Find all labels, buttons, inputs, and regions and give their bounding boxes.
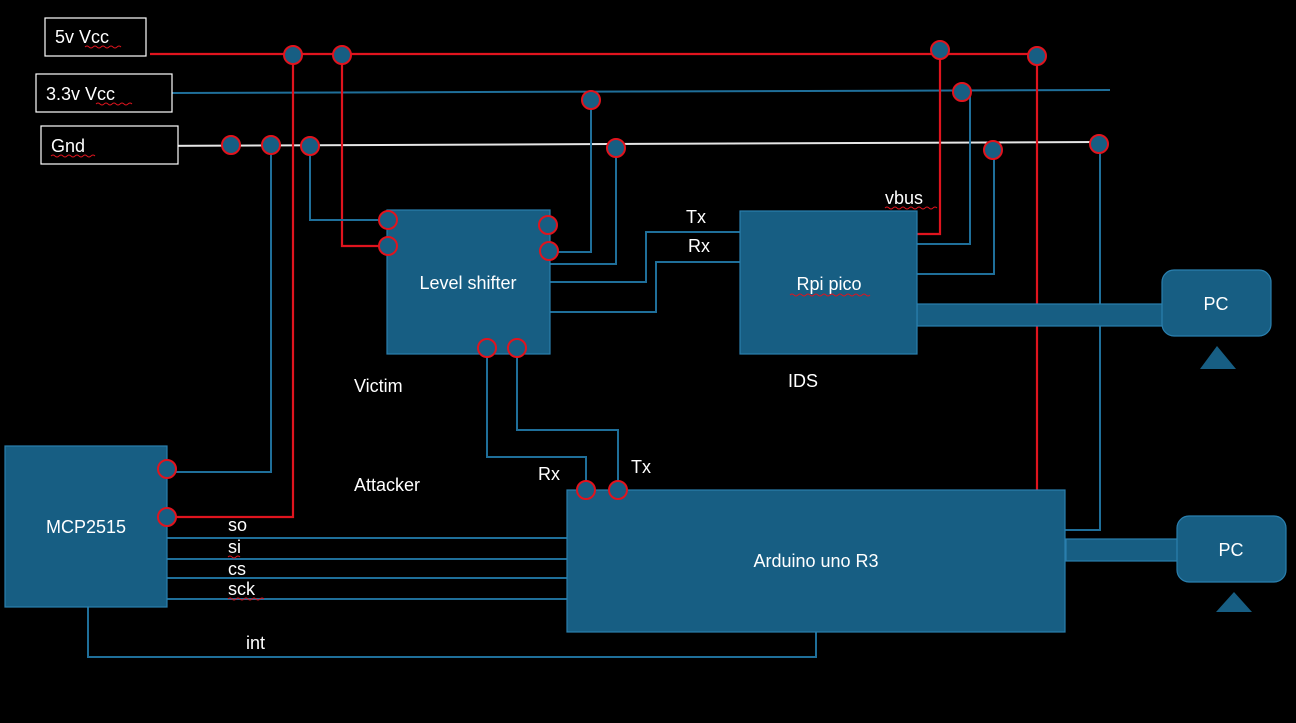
label-vbus: vbus (885, 188, 923, 208)
wire-arduino-gnd (1065, 144, 1101, 531)
ls-pin-bottom-tx (507, 338, 527, 358)
junction-5v-mcp (283, 45, 303, 65)
arduino-pin-rx (576, 480, 596, 500)
junction-gnd-1 (221, 135, 241, 155)
junction-gnd-arduino (1089, 134, 1109, 154)
label-tx-top: Tx (686, 207, 706, 227)
sck-underline (227, 597, 265, 601)
wire-ls-gnd-left (309, 146, 387, 221)
junction-5v-ls (332, 45, 352, 65)
rail-3v3-box (35, 73, 173, 113)
wire-pico-vbus (917, 50, 942, 236)
ls-pin-3v3 (539, 241, 559, 261)
wire-pico-gnd (917, 150, 995, 275)
pc-top-stand-icon (1200, 346, 1236, 369)
label-rx-bottom: Rx (538, 464, 560, 484)
arduino-pin-tx (608, 480, 628, 500)
junction-5v-arduino (1027, 46, 1047, 66)
wire-arduino-5v (1013, 56, 1039, 495)
annotations: Tx Rx vbus Victim IDS Attacker Rx Tx so … (227, 188, 938, 653)
pc-top-block (1161, 269, 1272, 337)
label-rx-top: Rx (688, 236, 710, 256)
wires (87, 50, 1111, 658)
label-attacker: Attacker (354, 475, 420, 495)
rail-5v-box (44, 17, 147, 57)
wire-tx-bottom (516, 348, 619, 490)
usb-link-pico (916, 303, 1164, 327)
ls-pin-bottom-rx (477, 338, 497, 358)
label-spi-sck: sck (228, 579, 256, 599)
level-shifter-block (386, 209, 551, 355)
level-shifter-label: Level shifter (419, 273, 516, 293)
rail-3v3-underline (95, 102, 133, 106)
junction-gnd-mcp (261, 135, 281, 155)
components: Level shifter Rpi pico MCP2515 Arduino u… (4, 209, 1287, 633)
wire-rx-bottom (486, 348, 587, 490)
rail-3v3-label: 3.3v Vcc (46, 84, 115, 104)
label-tx-bottom: Tx (631, 457, 651, 477)
arduino-label: Arduino uno R3 (753, 551, 878, 571)
pc-bottom-stand-icon (1216, 592, 1252, 612)
mcp-pin-5v (157, 507, 177, 527)
rail-gnd-label: Gnd (51, 136, 85, 156)
rpi-pico-label: Rpi pico (796, 274, 861, 294)
pc-bottom-block (1176, 515, 1287, 583)
junction-gnd-ls-right (606, 138, 626, 158)
si-underline (227, 555, 241, 559)
pc-bottom-label: PC (1218, 540, 1243, 560)
junction-3v3-ls (581, 90, 601, 110)
usb-link-arduino (1065, 538, 1179, 562)
ls-pin-top-right (538, 215, 558, 235)
junction-3v3-pico (952, 82, 972, 102)
wire-int (87, 607, 817, 658)
vbus-underline (884, 206, 938, 210)
label-ids: IDS (788, 371, 818, 391)
label-victim: Victim (354, 376, 403, 396)
wire-ls-5v (340, 55, 387, 248)
wire-tx-top (550, 231, 740, 283)
junction-gnd-ls (300, 136, 320, 156)
wire-ls-3v3 (550, 100, 592, 253)
label-int: int (246, 633, 265, 653)
ls-pin-5v (378, 236, 398, 256)
pc-top-label: PC (1203, 294, 1228, 314)
mcp-pin-gnd (157, 459, 177, 479)
junction-gnd-pico (983, 140, 1003, 160)
rail-gnd-box (40, 125, 179, 165)
wire-ls-gnd-right (550, 148, 617, 265)
rpi-pico-underline (789, 293, 871, 297)
wire-pico-3v3 (917, 92, 971, 245)
rail-5v-label: 5v Vcc (55, 27, 109, 47)
rail-5v-underline (84, 45, 122, 49)
wire-mcp-gnd (167, 145, 272, 473)
rpi-pico-block (739, 210, 918, 355)
mcp2515-label: MCP2515 (46, 517, 126, 537)
arduino-block (566, 489, 1066, 633)
label-spi-si: si (228, 537, 241, 557)
junction-5v-pico (930, 40, 950, 60)
wire-mcp-5v (167, 54, 295, 519)
junctions (157, 40, 1109, 527)
label-spi-so: so (228, 515, 247, 535)
rail-gnd-underline (50, 154, 96, 158)
mcp2515-block (4, 445, 168, 608)
label-spi-cs: cs (228, 559, 246, 579)
wire-rx-top (550, 261, 740, 313)
rail-labels: 5v Vcc 3.3v Vcc Gnd (35, 17, 179, 165)
ls-pin-gnd-left (378, 210, 398, 230)
